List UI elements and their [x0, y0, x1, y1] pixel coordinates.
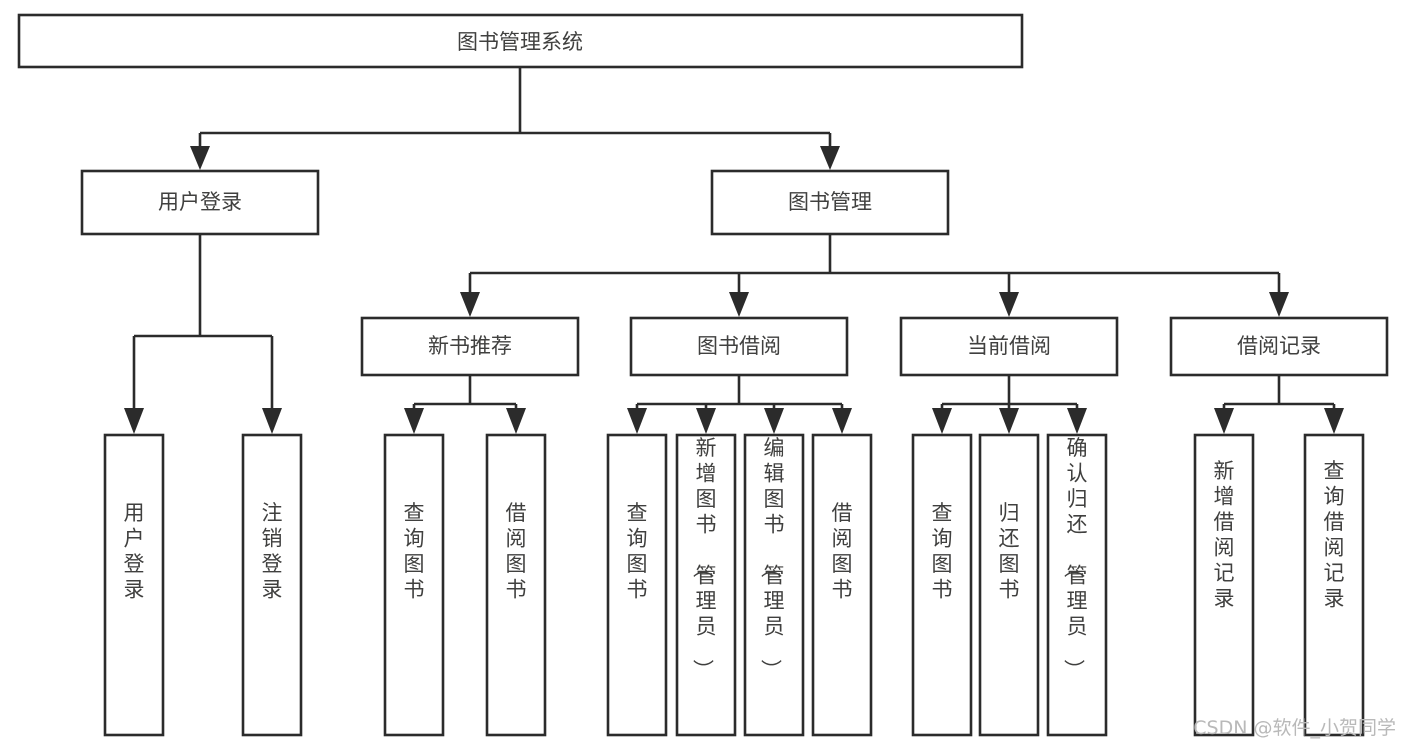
arrow-head-leaf-return-book — [999, 408, 1019, 434]
arrow-head-leaf-logout-login — [262, 408, 282, 434]
node-leaf-add-record-label: 新增借阅记录 — [1214, 459, 1235, 611]
node-leaf-query-book-1-box[interactable] — [383, 433, 445, 737]
arrow-head-leaf-user-login — [124, 408, 144, 434]
arrow-head-leaf-query-book-3 — [932, 408, 952, 434]
node-leaf-query-book-2-box[interactable] — [606, 433, 668, 737]
arrow-head-leaf-confirm-return — [1067, 408, 1087, 434]
node-leaf-borrow-book-2[interactable]: 借阅图书 — [811, 433, 873, 737]
node-leaf-query-book-2-label: 查询图书 — [627, 501, 648, 602]
node-leaf-borrow-book-1-label: 借阅图书 — [506, 501, 527, 602]
node-leaf-logout-login-label: 注销登录 — [262, 501, 283, 602]
node-new-book-recommend[interactable]: 新书推荐 — [360, 316, 580, 377]
arrow-head-leaf-query-record — [1324, 408, 1344, 434]
node-root-label: 图书管理系统 — [457, 30, 583, 54]
node-book-management[interactable]: 图书管理 — [710, 169, 950, 236]
node-book-management-label: 图书管理 — [788, 190, 872, 214]
node-leaf-query-book-1-label: 查询图书 — [404, 501, 425, 602]
node-current-borrow[interactable]: 当前借阅 — [899, 316, 1119, 377]
node-leaf-query-record-label: 查询借阅记录 — [1324, 459, 1345, 611]
node-leaf-logout-login-box[interactable] — [241, 433, 303, 737]
arrow-head-leaf-add-record — [1214, 408, 1234, 434]
node-borrow-record[interactable]: 借阅记录 — [1169, 316, 1389, 377]
node-leaf-borrow-book-2-box[interactable] — [811, 433, 873, 737]
node-leaf-logout-login[interactable]: 注销登录 — [241, 433, 303, 737]
node-leaf-user-login[interactable]: 用户登录 — [103, 433, 165, 737]
node-leaf-query-book-3-label: 查询图书 — [932, 501, 953, 602]
node-leaf-query-record[interactable]: 查询借阅记录 — [1303, 433, 1365, 737]
node-leaf-edit-book-box[interactable] — [743, 433, 805, 737]
arrow-head-book-borrow — [729, 292, 749, 317]
node-leaf-query-record-box[interactable] — [1303, 433, 1365, 737]
node-leaf-query-book-3[interactable]: 查询图书 — [911, 433, 973, 737]
node-leaf-borrow-book-1-box[interactable] — [485, 433, 547, 737]
arrow-head-user-login — [190, 146, 210, 170]
node-leaf-edit-book-label: 编辑图书（管理员） — [759, 436, 785, 680]
node-leaf-add-book[interactable]: 新增图书（管理员） — [675, 433, 737, 737]
node-new-book-recommend-box[interactable] — [360, 316, 580, 377]
node-leaf-borrow-book-2-label: 借阅图书 — [832, 501, 853, 602]
node-leaf-return-book[interactable]: 归还图书 — [978, 433, 1040, 737]
node-leaf-return-book-label: 归还图书 — [999, 501, 1020, 602]
node-leaf-add-record[interactable]: 新增借阅记录 — [1193, 433, 1255, 737]
node-leaf-return-book-box[interactable] — [978, 433, 1040, 737]
node-leaf-borrow-book-1[interactable]: 借阅图书 — [485, 433, 547, 737]
arrow-head-current-borrow — [999, 292, 1019, 317]
arrow-head-book-management — [820, 146, 840, 170]
node-leaf-edit-book[interactable]: 编辑图书（管理员） — [743, 433, 805, 737]
node-user-login-label: 用户登录 — [158, 190, 242, 214]
node-leaf-user-login-box[interactable] — [103, 433, 165, 737]
node-current-borrow-box[interactable] — [899, 316, 1119, 377]
arrow-head-leaf-borrow-book-1 — [506, 408, 526, 434]
node-leaf-query-book-3-box[interactable] — [911, 433, 973, 737]
node-book-borrow[interactable]: 图书借阅 — [629, 316, 849, 377]
node-root[interactable]: 图书管理系统 — [17, 13, 1024, 69]
arrow-head-leaf-query-book-2 — [627, 408, 647, 434]
node-user-login[interactable]: 用户登录 — [80, 169, 320, 236]
node-current-borrow-label: 当前借阅 — [967, 334, 1051, 358]
node-book-borrow-box[interactable] — [629, 316, 849, 377]
arrow-head-leaf-edit-book — [764, 408, 784, 434]
node-book-borrow-label: 图书借阅 — [697, 334, 781, 358]
node-borrow-record-label: 借阅记录 — [1237, 334, 1321, 358]
arrow-head-leaf-query-book-1 — [404, 408, 424, 434]
arrow-head-new-book-recommend — [460, 292, 480, 317]
arrow-head-leaf-add-book — [696, 408, 716, 434]
node-root-box[interactable] — [17, 13, 1024, 69]
node-leaf-add-record-box[interactable] — [1193, 433, 1255, 737]
node-leaf-user-login-label: 用户登录 — [124, 501, 145, 602]
node-new-book-recommend-label: 新书推荐 — [428, 334, 512, 358]
connector-layer — [124, 67, 1344, 434]
node-leaf-query-book-2[interactable]: 查询图书 — [606, 433, 668, 737]
node-leaf-confirm-return-label: 确认归还（管理员） — [1062, 436, 1088, 680]
arrow-head-borrow-record — [1269, 292, 1289, 317]
node-book-management-box[interactable] — [710, 169, 950, 236]
csdn-watermark: CSDN @软件_小贺同学 — [1193, 717, 1396, 739]
node-user-login-box[interactable] — [80, 169, 320, 236]
node-leaf-confirm-return-box[interactable] — [1046, 433, 1108, 737]
node-leaf-confirm-return[interactable]: 确认归还（管理员） — [1046, 433, 1108, 737]
node-borrow-record-box[interactable] — [1169, 316, 1389, 377]
node-leaf-add-book-box[interactable] — [675, 433, 737, 737]
arrow-head-leaf-borrow-book-2 — [832, 408, 852, 434]
node-leaf-add-book-label: 新增图书（管理员） — [691, 436, 717, 680]
node-leaf-query-book-1[interactable]: 查询图书 — [383, 433, 445, 737]
